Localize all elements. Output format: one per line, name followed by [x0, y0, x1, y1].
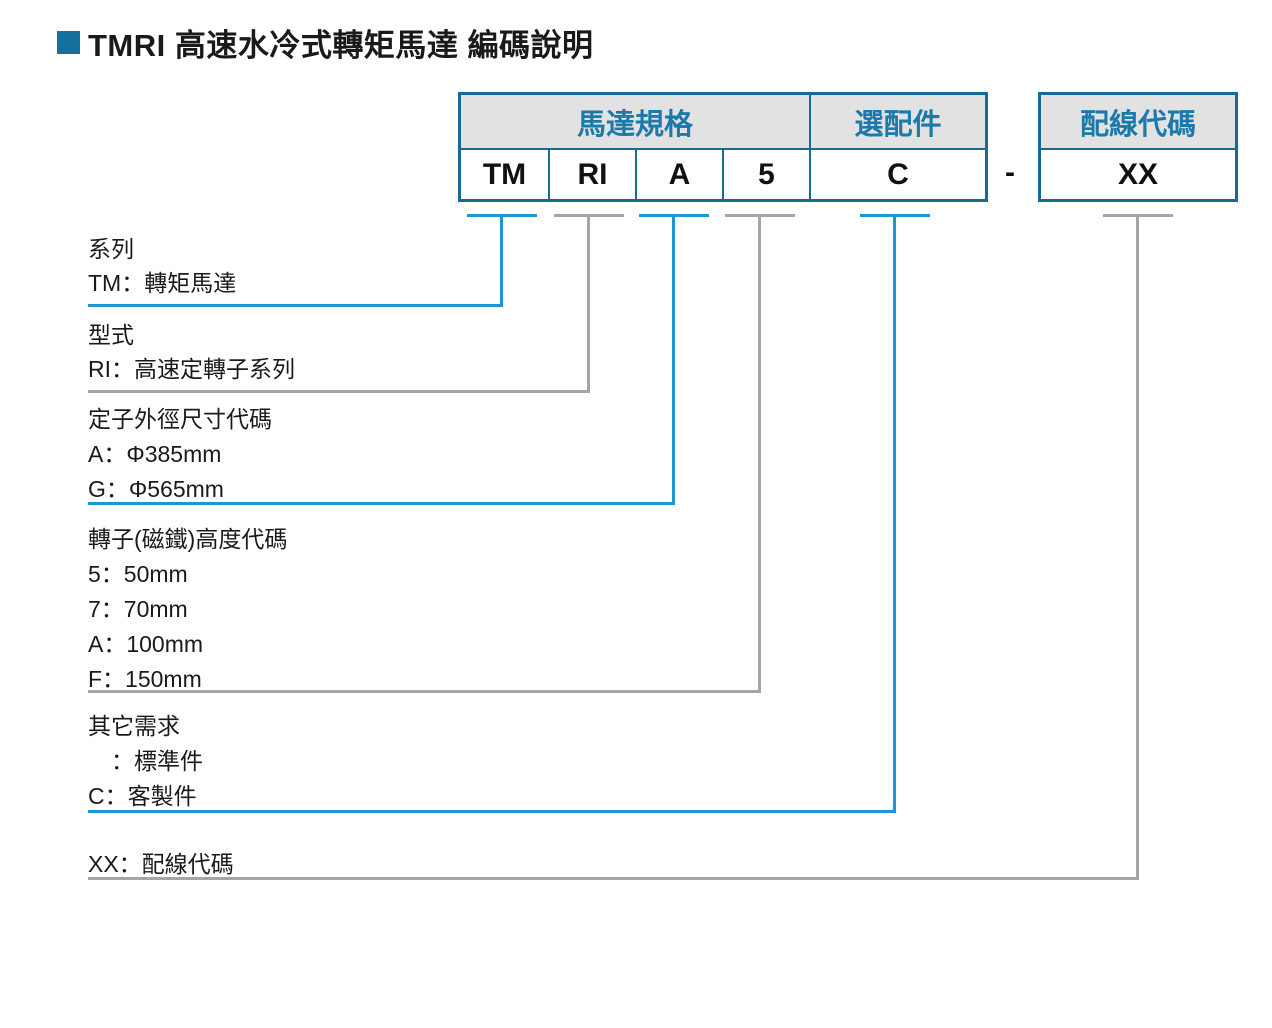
section-option-item-blank: ：標準件 [88, 748, 203, 774]
section-stator-item-a: A：Φ385mm [88, 441, 222, 467]
drop-line-stator [672, 214, 675, 505]
underline-wiring [88, 877, 1139, 880]
drop-line-option [893, 214, 896, 813]
code-cell-rotor: 5 [724, 150, 809, 199]
section-rotor-heading: 轉子(磁鐵)高度代碼 [88, 526, 288, 552]
title-bullet-square [57, 31, 80, 54]
section-option-item-c: C：客製件 [88, 783, 197, 809]
section-wiring-item: XX：配線代碼 [88, 851, 234, 877]
code-cell-stator: A [637, 150, 722, 199]
drop-line-type [587, 214, 590, 393]
wiring-code-table: 配線代碼 XX [1038, 92, 1238, 202]
section-series-item: TM：轉矩馬達 [88, 270, 237, 296]
header-motor-spec: 馬達規格 [461, 95, 809, 148]
code-separator-dash: - [1005, 156, 1015, 189]
underline-type [88, 390, 590, 393]
section-type-heading: 型式 [88, 322, 134, 348]
section-option-heading: 其它需求 [88, 713, 180, 739]
drop-line-wiring [1136, 214, 1139, 880]
section-series-heading: 系列 [88, 236, 134, 262]
code-cell-series: TM [461, 150, 548, 199]
page-title: TMRI 高速水冷式轉矩馬達 編碼說明 [88, 28, 594, 63]
underline-rotor [88, 690, 761, 693]
underline-stator [88, 502, 675, 505]
header-wiring: 配線代碼 [1041, 95, 1235, 148]
code-cell-wiring: XX [1041, 150, 1235, 199]
section-rotor-item-7: 7：70mm [88, 596, 188, 622]
model-code-table: 馬達規格 選配件 TM RI A 5 C [458, 92, 988, 202]
section-rotor-item-f: F：150mm [88, 666, 202, 692]
drop-line-series [500, 214, 503, 307]
drop-line-rotor [758, 214, 761, 693]
underline-option [88, 810, 896, 813]
code-cell-type: RI [550, 150, 635, 199]
header-option: 選配件 [811, 95, 985, 148]
code-cell-option: C [811, 150, 985, 199]
section-rotor-item-a: A：100mm [88, 631, 204, 657]
section-type-item: RI：高速定轉子系列 [88, 356, 295, 382]
section-rotor-item-5: 5：50mm [88, 561, 188, 587]
underline-series [88, 304, 503, 307]
section-stator-item-g: G：Φ565mm [88, 476, 224, 502]
section-stator-heading: 定子外徑尺寸代碼 [88, 406, 272, 432]
